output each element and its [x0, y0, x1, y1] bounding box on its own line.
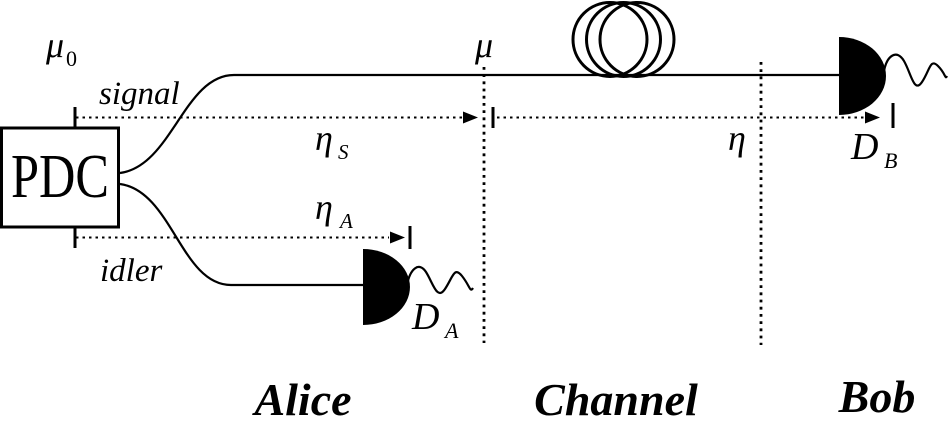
fiber-coil-icon: [571, 1, 676, 78]
mu0-subscript: 0: [66, 46, 77, 71]
detector-a-icon: [363, 249, 410, 325]
detector-a-wave-icon: [405, 265, 474, 295]
region-bob-label: Bob: [838, 371, 916, 422]
idler-fiber-path: [119, 182, 364, 287]
eta-s-label: η S: [315, 118, 349, 164]
eta-a-arrowhead-icon: [390, 231, 405, 244]
eta-s-base: η: [315, 118, 333, 158]
detector-b-label: D B: [850, 126, 897, 173]
mu0-base: μ: [45, 25, 64, 65]
signal-mode-label: signal: [99, 76, 180, 112]
detector-a-base: D: [411, 296, 439, 338]
fiber-coil-loop-3: [598, 1, 676, 78]
detector-a-label: D A: [411, 296, 459, 343]
fiber-coil-loop-1: [571, 1, 649, 78]
detector-b-base: D: [850, 126, 878, 168]
eta-a-label: η A: [315, 187, 353, 233]
eta-s-subscript: S: [338, 140, 349, 164]
region-alice-label: Alice: [251, 374, 351, 425]
mu-channel-label: μ: [474, 25, 493, 65]
region-channel-label: Channel: [534, 374, 698, 425]
eta-arrowhead-icon: [865, 111, 880, 124]
signal-fiber-path: [119, 73, 839, 175]
detector-b-wave-icon: [882, 53, 948, 87]
detector-a-subscript: A: [443, 318, 459, 343]
fiber-coil-loop-2: [585, 1, 662, 78]
eta-a-subscript: A: [338, 209, 353, 233]
detector-b-subscript: B: [884, 148, 897, 173]
mu0-label: μ 0: [45, 25, 77, 71]
pdc-box: [0, 126, 120, 229]
eta-s-arrowhead-icon: [463, 111, 478, 124]
eta-channel-label: η: [728, 118, 746, 158]
idler-mode-label: idler: [100, 253, 162, 289]
detector-b-icon: [839, 37, 886, 115]
eta-a-base: η: [315, 187, 333, 227]
pdc-label: PDC: [11, 143, 109, 211]
